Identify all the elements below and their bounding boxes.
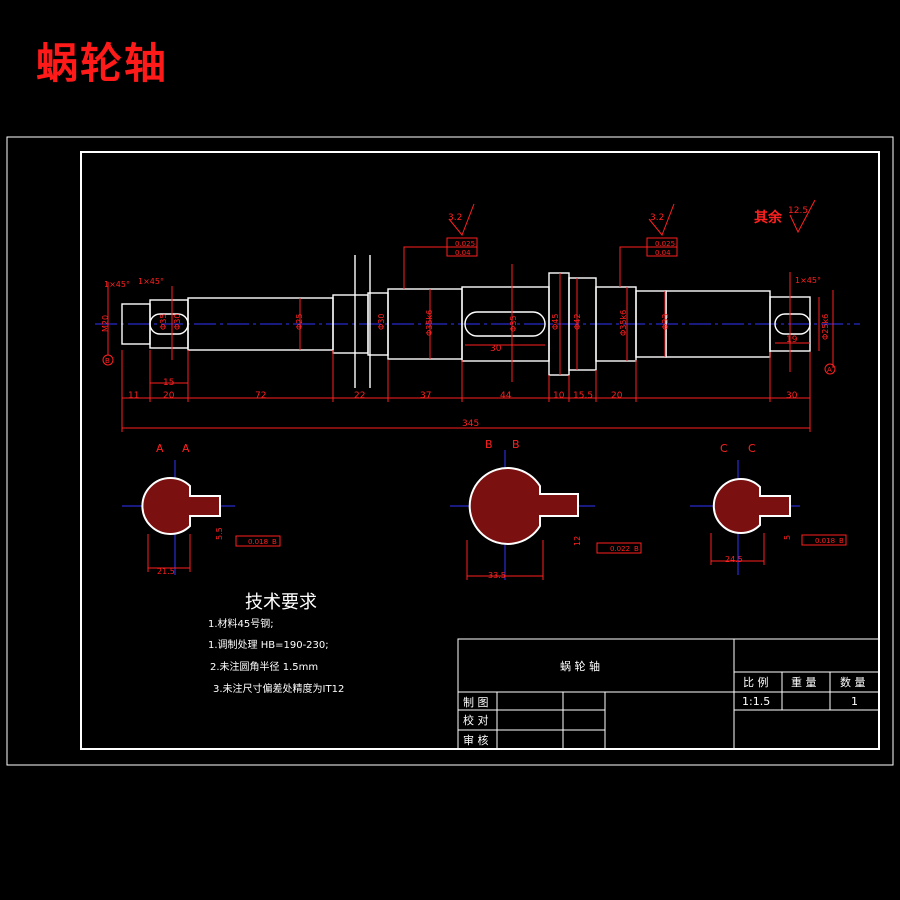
page-title: 蜗轮轴 <box>36 39 169 88</box>
chamfer-left2: 1×45° <box>138 277 164 286</box>
cc-label-l: C <box>720 442 728 455</box>
dim-20a: 20 <box>163 391 175 401</box>
aa-ref: B <box>272 538 277 546</box>
aa-width: 21.5 <box>157 567 175 576</box>
roughness-left: 3.2 <box>448 213 462 223</box>
chamfer-right: 1×45° <box>795 276 821 285</box>
bb-tol: 0.022 <box>610 545 630 553</box>
dimension-lines <box>107 199 834 432</box>
cc-width: 24.5 <box>725 555 743 564</box>
chamfer-left: 1×45° <box>104 280 130 289</box>
tech-req-heading: 技术要求 <box>245 592 317 613</box>
dia-d11: Φ30 <box>173 314 182 330</box>
tb-row-checked: 校 对 <box>463 713 489 727</box>
dim-20b: 20 <box>611 391 623 401</box>
dia-d2: Φ35 <box>159 314 168 330</box>
tol-left-2: 0.04 <box>455 249 471 257</box>
datum-a-label: A <box>827 366 832 374</box>
aa-label-r: A <box>182 442 190 455</box>
tol-left-1: 0.025 <box>455 240 475 248</box>
section-bb: 33.5 B B 0.022 B 12 <box>450 438 642 580</box>
dia-d1: Φ25 <box>295 314 304 330</box>
tol-right-1: 0.025 <box>655 240 675 248</box>
roughness-other-text: 其余 <box>754 209 783 226</box>
bb-key-h: 12 <box>573 536 582 546</box>
outer-border <box>6 136 894 766</box>
dim-19: 19 <box>786 335 798 345</box>
datum-a-circle <box>824 363 836 375</box>
thread-label: M20 <box>101 315 110 332</box>
dim-15: 15 <box>163 378 174 388</box>
aa-label-l: A <box>156 442 164 455</box>
aa-tol: 0.018 <box>248 538 268 546</box>
bb-ref: B <box>634 545 639 553</box>
dia-d4: Φ35k6 <box>425 310 434 336</box>
dia-d7: Φ42 <box>573 314 582 330</box>
tb-scale-value: 1:1.5 <box>742 695 770 708</box>
bb-label-r: B <box>512 438 520 451</box>
cc-key-h: 5 <box>783 535 792 540</box>
tb-col-qty: 数 量 <box>840 676 866 689</box>
section-aa: 21.5 A A 0.018 B 5.5 <box>122 442 281 576</box>
cc-ref: B <box>839 537 844 545</box>
dim-44: 44 <box>500 391 512 401</box>
dim-22: 22 <box>354 391 365 401</box>
tb-row-approved: 审 核 <box>463 733 489 747</box>
dim-72: 72 <box>255 391 266 401</box>
bb-label-l: B <box>485 438 493 451</box>
tb-qty-value: 1 <box>851 695 858 708</box>
bb-width: 33.5 <box>488 571 506 580</box>
section-cc: 24.5 C C 0.018 B 5 <box>690 442 847 575</box>
shaft-outline <box>121 255 811 388</box>
aa-key-h: 5.5 <box>215 527 224 540</box>
dia-d9: Φ33 <box>661 314 670 330</box>
dim-30b: 30 <box>786 391 798 401</box>
tb-col-weight: 重 量 <box>791 675 817 689</box>
cc-label-r: C <box>748 442 756 455</box>
dim-30: 30 <box>490 344 502 354</box>
datum-b-label: B <box>105 357 110 365</box>
dim-total: 345 <box>462 419 479 429</box>
dim-37: 37 <box>420 391 431 401</box>
tech-req-item-4: 3.未注尺寸偏差处精度为IT12 <box>213 682 344 695</box>
datum-b-circle <box>102 354 114 366</box>
dia-d6: Φ45 <box>551 314 560 330</box>
tech-req-item-3: 2.未注圆角半径 1.5mm <box>210 660 318 673</box>
title-block <box>457 638 880 750</box>
dia-d8: Φ35k6 <box>619 310 628 336</box>
tol-right-2: 0.04 <box>655 249 671 257</box>
dia-d3: Φ30 <box>377 314 386 330</box>
dia-d5: Φ35 <box>509 316 518 332</box>
cc-tol: 0.018 <box>815 537 835 545</box>
tech-req-item-2: 1.调制处理 HB=190-230; <box>208 638 329 651</box>
tb-row-drawn: 制 图 <box>463 696 489 709</box>
roughness-other-value: 12.5 <box>788 206 808 216</box>
dia-d10: Φ25k6 <box>821 314 830 340</box>
dim-10: 10 <box>553 391 565 401</box>
tb-part-name: 蜗 轮 轴 <box>560 659 600 673</box>
inner-frame <box>80 151 880 750</box>
roughness-right: 3.2 <box>650 213 664 223</box>
tb-col-scale: 比 例 <box>743 675 769 689</box>
dim-11: 11 <box>128 391 139 401</box>
tech-req-item-1: 1.材料45号钢; <box>208 617 274 630</box>
dim-15-5: 15.5 <box>573 391 593 401</box>
